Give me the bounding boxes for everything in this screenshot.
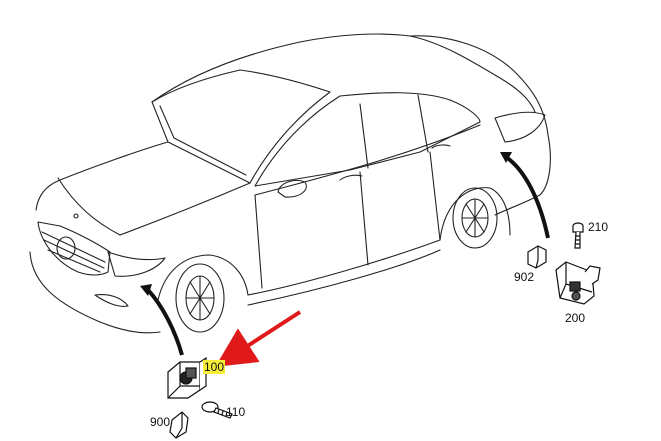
front-curve-arrow bbox=[146, 288, 184, 356]
car-illustration bbox=[29, 33, 551, 334]
part-110-bolt-icon bbox=[201, 401, 233, 419]
red-highlight-arrow bbox=[215, 310, 302, 367]
part-210-bolt-icon bbox=[572, 222, 584, 249]
part-200-label: 200 bbox=[565, 311, 586, 325]
part-902-label: 902 bbox=[514, 270, 535, 284]
part-200-sensor-icon bbox=[555, 261, 601, 305]
part-100-sensor-icon bbox=[167, 356, 207, 399]
part-210-label: 210 bbox=[588, 220, 609, 234]
part-900-connector-icon bbox=[169, 411, 189, 439]
part-110-label: 110 bbox=[226, 405, 246, 419]
rear-curve-arrow bbox=[504, 155, 550, 239]
location-arrows bbox=[140, 152, 550, 356]
part-900-label: 900 bbox=[150, 415, 171, 429]
part-100-label: 100 bbox=[203, 360, 226, 374]
part-902-connector-icon bbox=[527, 245, 547, 269]
